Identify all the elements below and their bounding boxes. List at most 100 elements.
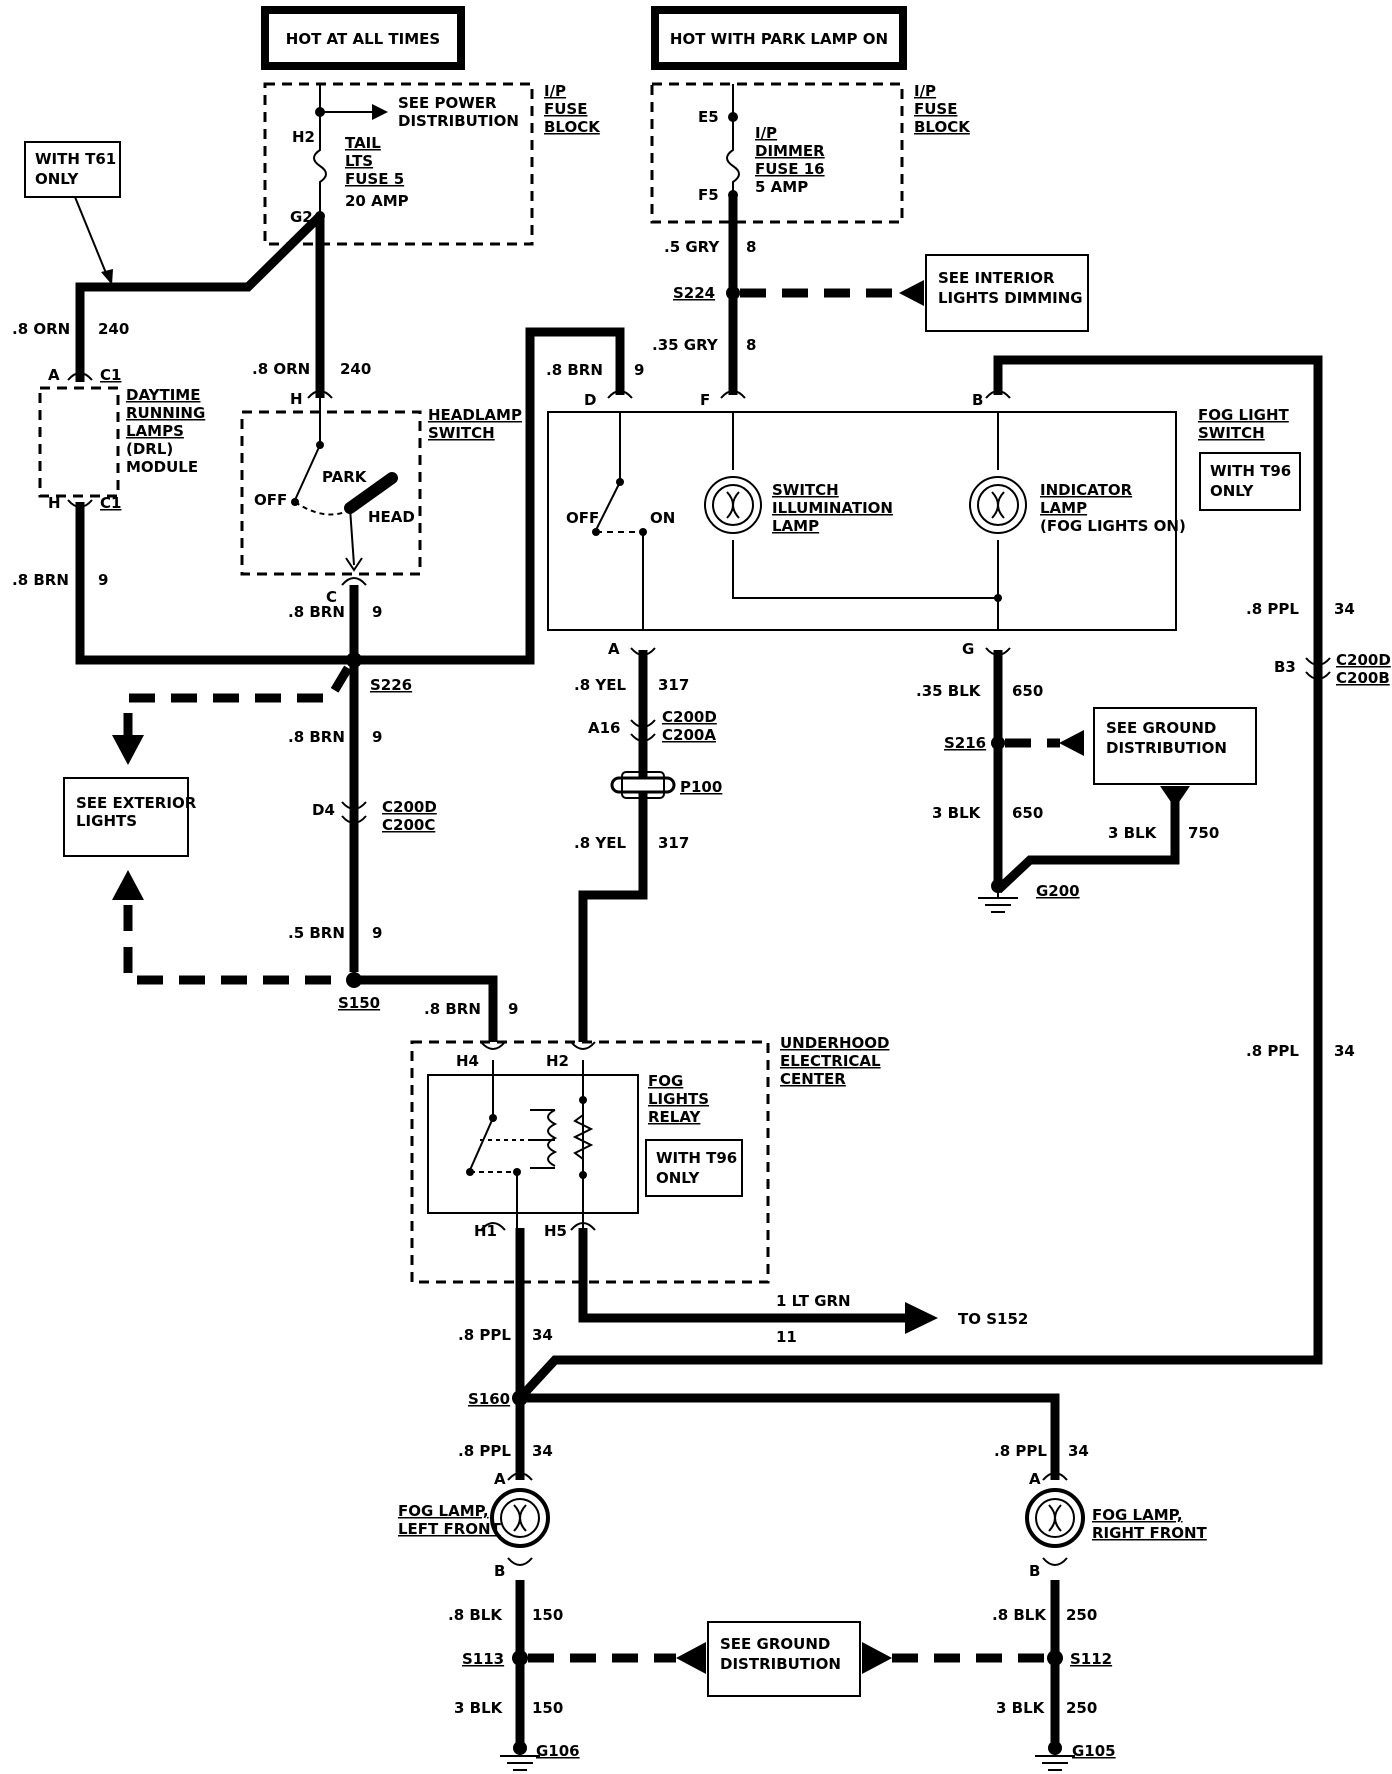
svg-text:ONLY: ONLY: [656, 1169, 701, 1187]
svg-text:G: G: [962, 640, 974, 658]
svg-text:FUSE 16: FUSE 16: [755, 160, 825, 178]
svg-text:ONLY: ONLY: [1210, 482, 1255, 500]
svg-text:D: D: [584, 391, 596, 409]
svg-text:A16: A16: [588, 719, 620, 737]
svg-text:8: 8: [746, 336, 756, 354]
svg-text:ELECTRICAL: ELECTRICAL: [780, 1052, 881, 1070]
connector-c1-top: [67, 372, 93, 381]
svg-text:SEE GROUND: SEE GROUND: [1106, 719, 1216, 737]
svg-text:S112: S112: [1070, 1650, 1112, 1668]
svg-text:RUNNING: RUNNING: [126, 404, 205, 422]
connector-c200d-c200c: D4 C200D C200C: [312, 798, 437, 834]
svg-text:.8 BRN: .8 BRN: [424, 1000, 481, 1018]
svg-text:FOG LAMP,: FOG LAMP,: [1092, 1506, 1183, 1524]
svg-text:317: 317: [658, 676, 689, 694]
svg-text:SEE GROUND: SEE GROUND: [720, 1635, 830, 1653]
svg-text:LAMP: LAMP: [1040, 499, 1087, 517]
svg-text:3 BLK: 3 BLK: [454, 1699, 504, 1717]
arrow-down-icon: [112, 735, 144, 765]
svg-text:C1: C1: [100, 494, 121, 512]
svg-text:BLOCK: BLOCK: [544, 118, 601, 136]
ground-icon: [978, 886, 1018, 913]
svg-text:HOT AT ALL TIMES: HOT AT ALL TIMES: [286, 30, 440, 48]
svg-text:5 AMP: 5 AMP: [755, 178, 808, 196]
svg-text:650: 650: [1012, 804, 1043, 822]
svg-text:WITH T96: WITH T96: [656, 1149, 737, 1167]
svg-text:D4: D4: [312, 801, 335, 819]
svg-text:H: H: [48, 494, 61, 512]
connector-c1-bottom: [67, 499, 93, 508]
arrow-right-icon: [372, 104, 388, 120]
svg-text:H: H: [290, 390, 303, 408]
arrow-up-icon: [112, 870, 144, 900]
svg-text:MODULE: MODULE: [126, 458, 198, 476]
svg-text:S224: S224: [673, 284, 715, 302]
svg-text:9: 9: [372, 924, 382, 942]
svg-text:250: 250: [1066, 1699, 1097, 1717]
hot-at-all-times-header: HOT AT ALL TIMES: [261, 6, 465, 70]
fuse-16-element: [726, 117, 740, 195]
svg-text:3 BLK: 3 BLK: [932, 804, 982, 822]
svg-text:LIGHTS DIMMING: LIGHTS DIMMING: [938, 289, 1083, 307]
with-t61-only-note: WITH T61 ONLY: [24, 141, 121, 285]
svg-text:.8 PPL: .8 PPL: [994, 1442, 1047, 1460]
ground-icon: [1035, 1748, 1075, 1771]
svg-text:B: B: [1029, 1562, 1040, 1580]
svg-text:.8 BRN: .8 BRN: [288, 603, 345, 621]
svg-text:.8 PPL: .8 PPL: [458, 1326, 511, 1344]
svg-text:.8 ORN: .8 ORN: [12, 320, 70, 338]
svg-text:11: 11: [776, 1328, 797, 1346]
svg-text:ILLUMINATION: ILLUMINATION: [772, 499, 893, 517]
svg-text:HEAD: HEAD: [368, 508, 415, 526]
svg-text:C200D: C200D: [382, 798, 437, 816]
svg-text:RELAY: RELAY: [648, 1108, 702, 1126]
fog-lamp-right-front: A B FOG LAMP, RIGHT FRONT: [1025, 1470, 1208, 1580]
splice-s112: [1047, 1650, 1063, 1666]
svg-text:LAMP: LAMP: [772, 517, 819, 535]
svg-text:H5: H5: [544, 1222, 567, 1240]
svg-text:240: 240: [98, 320, 129, 338]
svg-text:A: A: [494, 1470, 506, 1488]
svg-text:INDICATOR: INDICATOR: [1040, 481, 1133, 499]
svg-text:9: 9: [372, 603, 382, 621]
svg-text:DISTRIBUTION: DISTRIBUTION: [398, 112, 519, 130]
svg-text:I/P: I/P: [544, 82, 566, 100]
svg-text:H2: H2: [292, 128, 315, 146]
svg-text:S113: S113: [462, 1650, 504, 1668]
svg-text:A: A: [608, 640, 620, 658]
svg-text:240: 240: [340, 360, 371, 378]
svg-text:C200D: C200D: [662, 708, 717, 726]
svg-text:A: A: [1029, 1470, 1041, 1488]
svg-text:9: 9: [508, 1000, 518, 1018]
svg-text:1 LT GRN: 1 LT GRN: [776, 1292, 851, 1310]
svg-text:CENTER: CENTER: [780, 1070, 846, 1088]
svg-text:H2: H2: [546, 1052, 569, 1070]
svg-text:34: 34: [532, 1326, 553, 1344]
to-s152-label: TO S152: [958, 1310, 1028, 1328]
svg-text:.8 BLK: .8 BLK: [448, 1606, 503, 1624]
ground-g105: G105: [1035, 1741, 1116, 1771]
svg-text:.8 BRN: .8 BRN: [12, 571, 69, 589]
svg-text:150: 150: [532, 1699, 563, 1717]
svg-text:20 AMP: 20 AMP: [345, 192, 409, 210]
svg-text:C200A: C200A: [662, 726, 716, 744]
svg-text:UNDERHOOD: UNDERHOOD: [780, 1034, 890, 1052]
svg-text:DAYTIME: DAYTIME: [126, 386, 200, 404]
see-interior-lights-dimming: SEE INTERIOR LIGHTS DIMMING S224: [673, 254, 1089, 332]
svg-text:LEFT FRONT: LEFT FRONT: [398, 1520, 502, 1538]
wire-labels: .8 ORN 240 .8 ORN 240 .8 BRN 9 .8 BRN 9 …: [12, 238, 1355, 1717]
svg-text:B: B: [494, 1562, 505, 1580]
svg-text:A: A: [48, 366, 60, 384]
svg-text:9: 9: [98, 571, 108, 589]
svg-text:.8 BRN: .8 BRN: [546, 361, 603, 379]
svg-text:TAIL: TAIL: [345, 134, 381, 152]
svg-text:RIGHT FRONT: RIGHT FRONT: [1092, 1524, 1208, 1542]
svg-text:.8 YEL: .8 YEL: [574, 676, 626, 694]
svg-text:H4: H4: [456, 1052, 479, 1070]
connector-c200d-c200a: A16 C200D C200A P100: [588, 708, 722, 799]
svg-text:FUSE: FUSE: [914, 100, 957, 118]
svg-text:WITH T96: WITH T96: [1210, 462, 1291, 480]
svg-text:SWITCH: SWITCH: [1198, 424, 1265, 442]
svg-text:BLOCK: BLOCK: [914, 118, 971, 136]
